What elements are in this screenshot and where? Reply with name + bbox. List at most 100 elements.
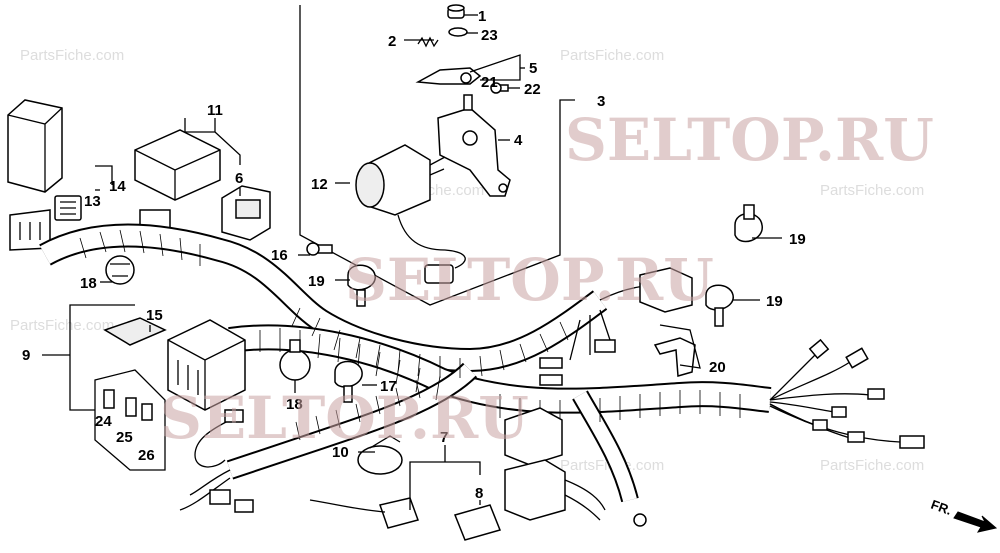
terminal (831, 406, 847, 418)
cap-top (447, 4, 465, 12)
washer-part-23 (448, 27, 468, 37)
band-part-10 (357, 445, 403, 475)
connector-pins (60, 201, 76, 215)
clip-part-18-lower (279, 349, 311, 381)
callout-6: 6 (235, 170, 243, 187)
clip-part-17 (334, 360, 363, 388)
callout-3: 3 (597, 93, 605, 110)
callout-19-center: 19 (308, 273, 325, 290)
left-connector-pins (19, 222, 41, 240)
terminal (899, 435, 925, 449)
callout-22: 22 (524, 81, 541, 98)
ring-terminal (633, 513, 647, 527)
callout-19-upper-right: 19 (789, 231, 806, 248)
callout-4: 4 (514, 132, 523, 149)
harness-lower-fill (228, 326, 772, 412)
callout-7: 7 (440, 429, 448, 446)
bottom-lead (309, 499, 386, 513)
right-fanout-wires (769, 354, 901, 443)
callout-labels: 1 2 3 4 5 6 7 8 9 10 11 12 13 14 15 16 1… (22, 8, 806, 502)
branch-wires (569, 309, 611, 361)
solenoid-terminals (429, 156, 446, 176)
callout-24: 24 (95, 413, 112, 430)
terminal (224, 409, 244, 423)
harness-trunk-fill (40, 225, 606, 371)
starter-relay-assembly (299, 4, 575, 306)
solenoid-connector (424, 264, 454, 284)
faint-watermark: PartsFiche.com (820, 182, 924, 199)
seltop-watermarks: SELTOP.RU SELTOP.RU SELTOP.RU (160, 106, 934, 452)
terminal (539, 357, 563, 369)
callout-25: 25 (116, 429, 133, 446)
faint-watermark: PartsFiche.com (10, 317, 114, 334)
terminal (539, 374, 563, 386)
label-part-15 (103, 317, 167, 346)
relay-box-edges (7, 107, 63, 192)
terminal (845, 347, 869, 369)
callout-17: 17 (380, 378, 397, 395)
faint-watermark: PartsFiche.com (560, 47, 664, 64)
terminal (867, 388, 885, 400)
plate-mount (498, 183, 508, 193)
leader-lines (42, 14, 782, 510)
callout-21: 21 (481, 74, 498, 91)
screw-head (490, 82, 502, 94)
loop-lead (194, 419, 231, 468)
group-3-bracket (299, 5, 575, 306)
left-components (7, 99, 271, 285)
spring-part-2 (417, 36, 439, 48)
clip-tab (343, 385, 353, 403)
connector-lower-center (504, 407, 563, 466)
connector-lower-center-2 (504, 459, 566, 521)
clip-part-19-upper-right (734, 213, 763, 243)
callout-2: 2 (388, 33, 396, 50)
fuse-box-outline (94, 369, 166, 471)
watermark-seltop: SELTOP.RU (160, 384, 529, 452)
terminal (594, 339, 616, 353)
callout-26: 26 (138, 447, 155, 464)
front-direction-indicator: FR. (929, 497, 998, 533)
callout-12: 12 (311, 176, 328, 193)
connector-6-socket (235, 199, 261, 219)
callout-11: 11 (207, 102, 223, 119)
bottom-connector (379, 497, 419, 529)
clip-tab (289, 339, 301, 353)
watermark-seltop: SELTOP.RU (565, 106, 934, 174)
harness-down-fill (573, 391, 637, 502)
regulator-fins (177, 360, 199, 395)
regulator-block (167, 319, 246, 411)
callout-18-lower: 18 (286, 396, 303, 413)
clip-part-19-center (347, 264, 376, 291)
faint-watermark: PartsFiche.com (820, 457, 924, 474)
fuse-part-25 (125, 397, 137, 417)
watermark-seltop: SELTOP.RU (345, 246, 714, 314)
clip-tab (356, 289, 366, 307)
lower-left-leads (179, 469, 231, 511)
regulator-edges (167, 339, 246, 410)
callout-1: 1 (478, 8, 486, 25)
connector-wires (564, 479, 606, 521)
callout-9: 9 (22, 347, 30, 364)
callout-19-right: 19 (766, 293, 783, 310)
clip-tab (714, 307, 724, 327)
right-terminals (808, 338, 925, 449)
callout-16: 16 (271, 247, 288, 264)
bracket-part-20 (653, 337, 696, 377)
front-arrow-icon (953, 511, 998, 533)
relay-box-part-14 (7, 99, 63, 193)
callout-20: 20 (709, 359, 726, 376)
terminal (808, 338, 830, 360)
plate-hole (462, 130, 478, 146)
bracket-part-8 (453, 504, 502, 541)
solenoid-end-cap (355, 162, 385, 208)
unit-part-11 (134, 129, 221, 201)
upper-right-connector (639, 267, 693, 313)
terminal (847, 431, 865, 443)
callout-18-upper: 18 (80, 275, 97, 292)
callout-5: 5 (529, 60, 537, 77)
clip-tab (743, 204, 755, 220)
callout-10: 10 (332, 444, 349, 461)
group-9-bracket (69, 304, 135, 411)
clips-and-fasteners (279, 204, 763, 541)
